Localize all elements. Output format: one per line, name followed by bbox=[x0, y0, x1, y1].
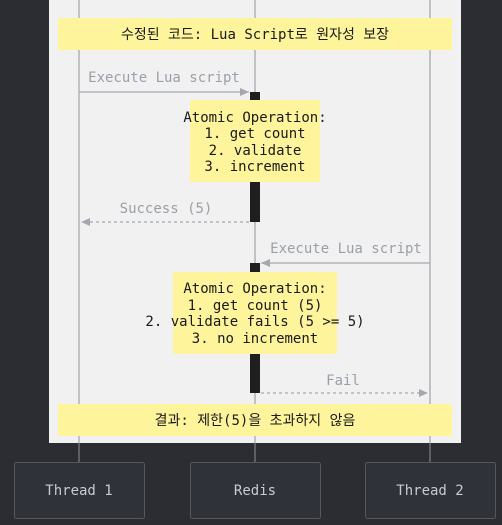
note-bottom-banner: 결과: 제한(5)을 초과하지 않음 bbox=[58, 404, 452, 436]
note-atomic-1-line1: Atomic Operation: bbox=[183, 110, 326, 126]
note-bottom-banner-text: 결과: 제한(5)을 초과하지 않음 bbox=[155, 413, 356, 429]
note-atomic-1-line3: 2. validate bbox=[209, 143, 302, 159]
actor-redis: Redis bbox=[190, 462, 321, 519]
note-atomic-2: Atomic Operation: 1. get count (5) 2. va… bbox=[145, 272, 365, 354]
message-fail: Fail bbox=[261, 373, 428, 397]
actor-thread2: Thread 2 bbox=[365, 462, 496, 519]
message-execute-lua-1-label: Execute Lua script bbox=[88, 70, 240, 86]
note-atomic-2-line4: 3. no increment bbox=[192, 331, 318, 347]
note-atomic-1-line2: 1. get count bbox=[204, 126, 305, 142]
message-success: Success (5) bbox=[81, 201, 249, 226]
message-execute-lua-2: Execute Lua script bbox=[261, 241, 430, 267]
message-fail-label: Fail bbox=[326, 373, 360, 389]
actor-thread1: Thread 1 bbox=[14, 462, 145, 519]
message-execute-lua-2-label: Execute Lua script bbox=[270, 241, 422, 257]
note-top-banner-text: 수정된 코드: Lua Script로 원자성 보장 bbox=[121, 27, 389, 43]
actor-redis-label: Redis bbox=[234, 483, 276, 499]
note-atomic-2-line2: 1. get count (5) bbox=[188, 298, 323, 314]
message-execute-lua-1: Execute Lua script bbox=[79, 70, 249, 96]
message-success-label: Success (5) bbox=[120, 201, 213, 217]
note-atomic-1-line4: 3. increment bbox=[204, 159, 305, 175]
note-top-banner: 수정된 코드: Lua Script로 원자성 보장 bbox=[58, 18, 452, 50]
note-atomic-2-line1: Atomic Operation: bbox=[183, 281, 326, 297]
note-atomic-1: Atomic Operation: 1. get count 2. valida… bbox=[183, 100, 327, 182]
note-atomic-2-line3: 2. validate fails (5 >= 5) bbox=[145, 314, 364, 330]
actor-thread1-label: Thread 1 bbox=[45, 483, 112, 499]
actor-thread2-label: Thread 2 bbox=[396, 483, 463, 499]
